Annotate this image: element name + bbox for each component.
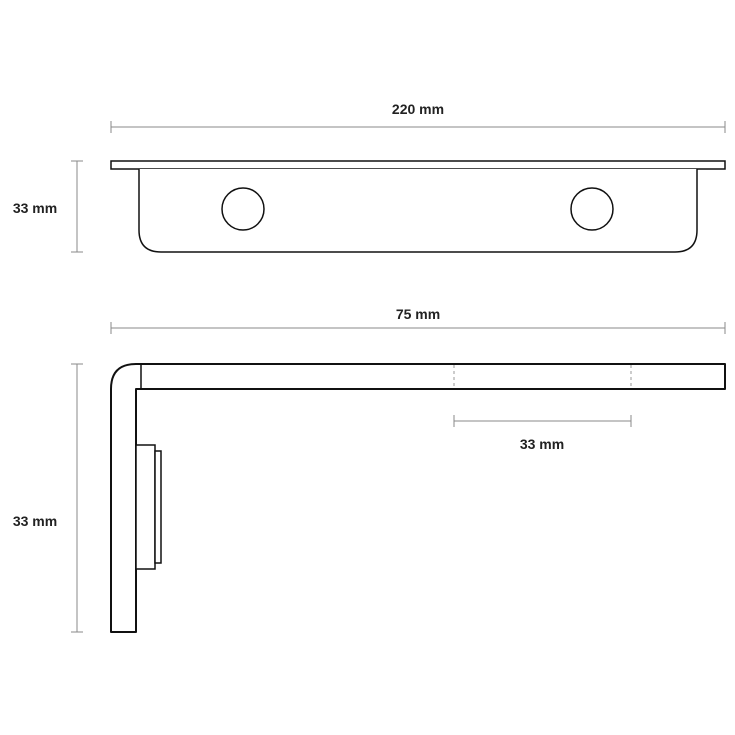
top-width-dimension <box>110 121 726 133</box>
mounting-plate-edge <box>110 160 726 170</box>
mounting-hole-right <box>570 187 614 231</box>
spacer-pad-lip <box>154 450 162 564</box>
top-height-dimension <box>71 160 83 253</box>
hole-span-label: 33 mm <box>520 436 564 452</box>
side-view: 75 mm 33 mm 33 mm <box>13 306 726 633</box>
bracket-profile <box>110 363 726 633</box>
top-height-label: 33 mm <box>13 200 57 216</box>
spacer-pad <box>135 444 156 570</box>
side-height-dimension <box>71 363 83 633</box>
side-width-dimension <box>110 322 726 334</box>
side-height-label: 33 mm <box>13 513 57 529</box>
hole-span-dimension <box>453 415 632 427</box>
mounting-hole-left <box>221 187 265 231</box>
top-width-label: 220 mm <box>392 101 444 117</box>
bracket-face-outline <box>138 169 698 253</box>
top-view: 220 mm 33 mm <box>13 101 726 253</box>
side-width-label: 75 mm <box>396 306 440 322</box>
